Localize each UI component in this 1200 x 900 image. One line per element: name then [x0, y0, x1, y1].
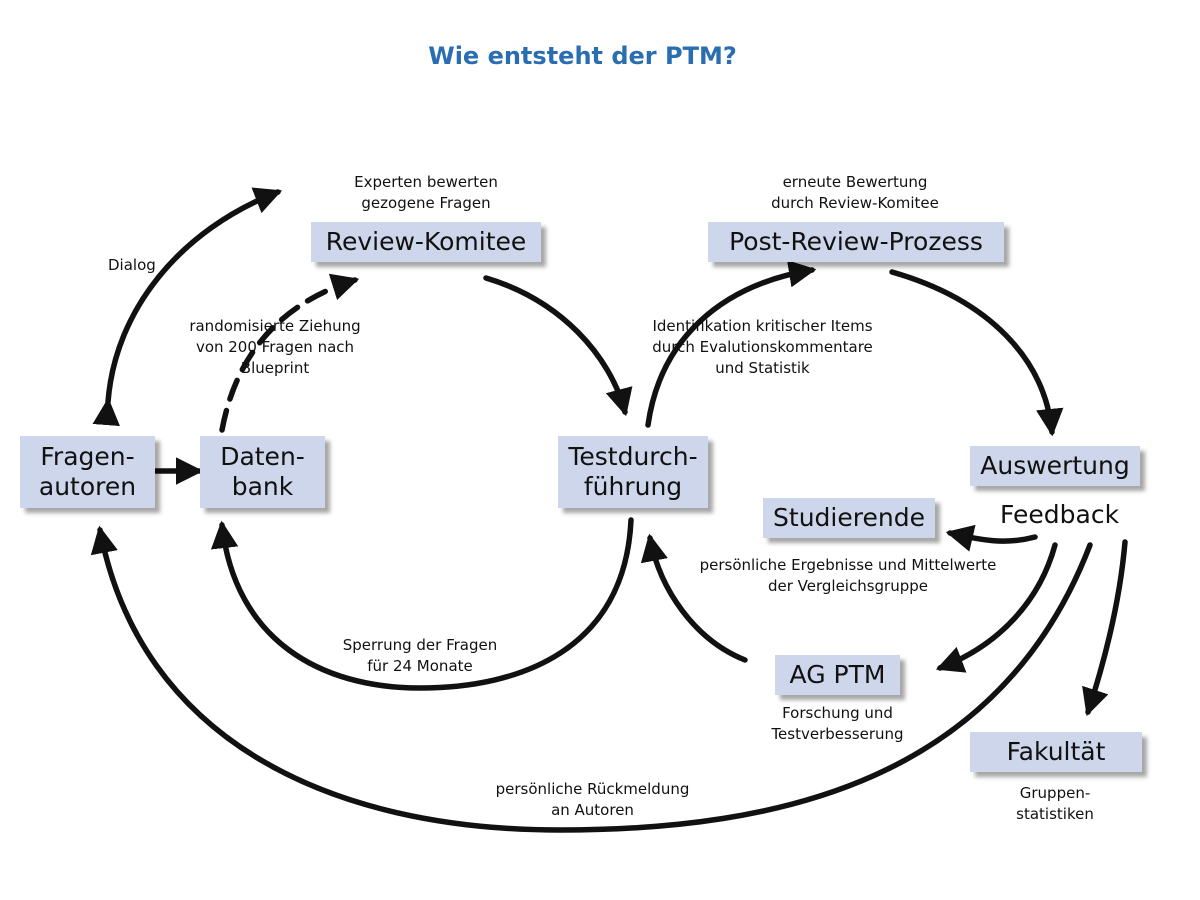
review-to-test-arrow — [483, 275, 633, 417]
feedback-to-agptm-arrow — [935, 542, 1058, 673]
datenbank-to-review-arrow — [219, 273, 360, 433]
node-testdurchfuehrung: Testdurch- führung — [558, 436, 708, 508]
note-experten: Experten bewerten gezogene Fragen — [354, 173, 498, 212]
dialog-arrow — [92, 187, 283, 427]
note-randomisiert: randomisierte Ziehung von 200 Fragen nac… — [189, 317, 361, 377]
note-sperrung: Sperrung der Fragen für 24 Monate — [342, 636, 498, 675]
agptm-to-test-arrow — [640, 533, 748, 663]
node-fakultaet: Fakultät — [970, 732, 1142, 772]
feedback-to-fakultaet-arrow — [1082, 539, 1128, 717]
node-fragen-autoren: Fragen- autoren — [20, 436, 155, 508]
note-rueckmeldung: persönliche Rückmeldung an Autoren — [495, 780, 690, 819]
note-erneute-bewertung: erneute Bewertung durch Review-Komitee — [771, 173, 939, 212]
node-studierende: Studierende — [763, 498, 935, 538]
note-dialog: Dialog — [108, 256, 156, 274]
feedback-to-studierende-arrow — [945, 524, 1038, 552]
note-persoenliche-ergebnisse: persönliche Ergebnisse und Mittelwerte d… — [699, 556, 997, 595]
node-feedback: Feedback — [1000, 500, 1120, 529]
note-identifikation: Identifikation kritischer Items durch Ev… — [652, 317, 873, 377]
test-to-datenbank-arrow — [210, 517, 634, 691]
postreview-to-auswertung-arrow — [889, 269, 1064, 437]
node-auswertung: Auswertung — [970, 446, 1140, 486]
test-to-postreview-arrow — [645, 260, 817, 428]
note-gruppenstatistiken: Gruppen- statistiken — [1016, 784, 1094, 823]
node-review-komitee: Review-Komitee — [311, 222, 541, 262]
note-forschung: Forschung und Testverbesserung — [771, 704, 904, 743]
node-ag-ptm: AG PTM — [775, 655, 900, 695]
feedback-to-autoren-arrow — [90, 525, 1093, 833]
node-post-review-prozess: Post-Review-Prozess — [708, 222, 1004, 262]
node-datenbank: Daten- bank — [200, 436, 325, 508]
page-title: Wie entsteht der PTM? — [428, 42, 737, 70]
